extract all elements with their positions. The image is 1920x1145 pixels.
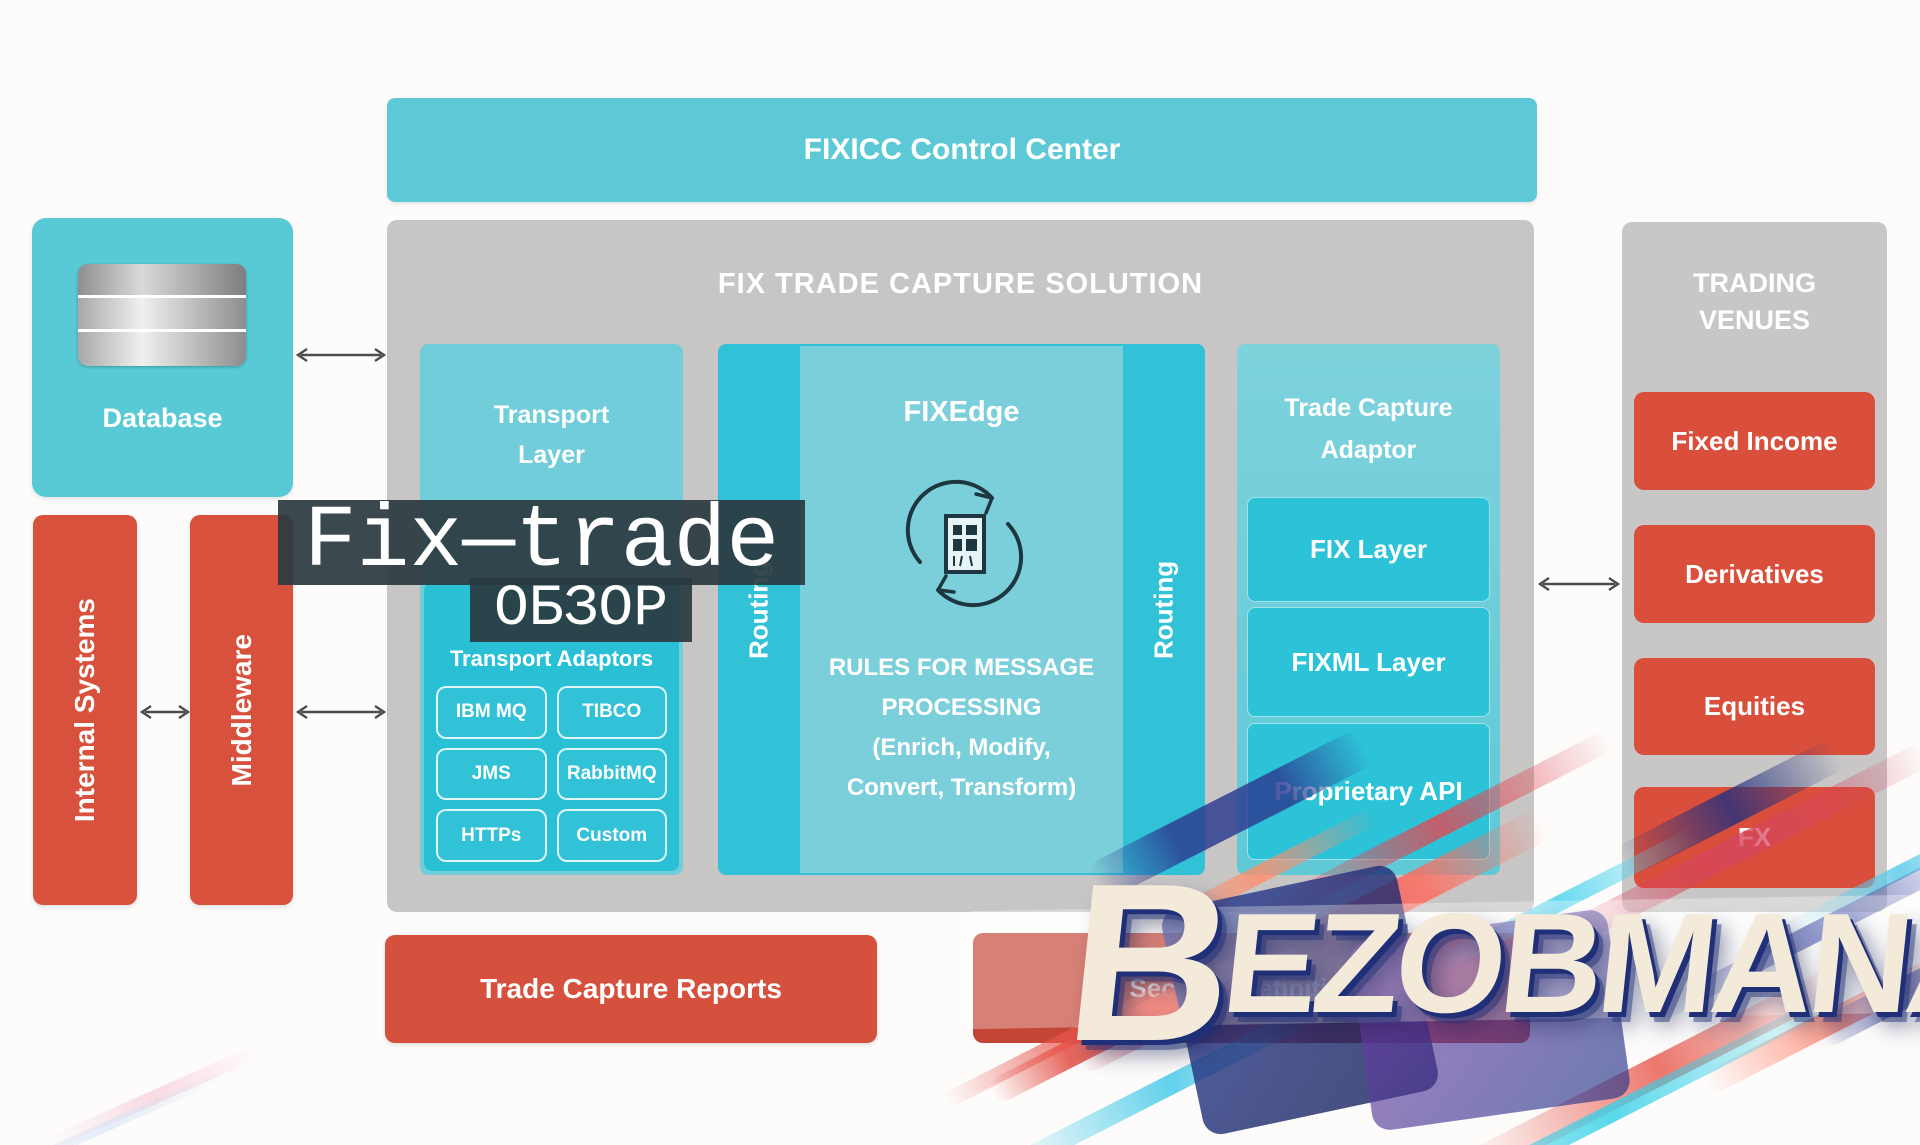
venue-fx: FX [1634,787,1875,888]
database-icon [78,264,246,366]
adaptor-tibco: TIBCO [556,686,667,739]
solution-title: FIX TRADE CAPTURE SOLUTION [717,267,1204,300]
arrow-middleware-solution [295,705,387,719]
decor-streak [47,1043,263,1145]
fix-layer-box: FIX Layer [1247,497,1490,602]
trading-venues-title: TRADING VENUES [1693,268,1816,335]
fixicc-control-center-banner: FIXICC Control Center [387,98,1537,202]
adaptor-custom: Custom [556,809,667,862]
trade-capture-adaptor-title: Trade Capture Adaptor [1284,394,1453,464]
security-definitions-box: Security Definitions [973,933,1530,1043]
fixedge-inner-panel [800,346,1123,873]
adaptor-ibm-mq: IBM MQ [436,686,547,739]
fixedge-title: FIXEdge [903,395,1020,428]
transport-adaptors-grid: IBM MQ TIBCO JMS RabbitMQ HTTPs Custom [436,686,667,862]
trade-capture-reports-box: Trade Capture Reports [385,935,877,1043]
arrow-database-solution [295,348,387,362]
arrow-adaptor-venues [1537,577,1621,591]
banner-title: FIXICC Control Center [803,133,1121,166]
transport-layer-title: Transport Layer [493,401,610,469]
venue-equities: Equities [1634,658,1875,755]
rules-for-message-processing: RULES FOR MESSAGE PROCESSING (Enrich, Mo… [828,654,1095,801]
internal-systems-box: Internal Systems [33,515,137,905]
transport-adaptors-title: Transport Adaptors [449,646,654,671]
venue-derivatives: Derivatives [1634,525,1875,623]
proprietary-api-box: Proprietary API [1247,723,1490,860]
arrow-internal-middleware [139,705,191,719]
adaptor-jms: JMS [436,747,547,801]
venue-fixed-income: Fixed Income [1634,392,1875,490]
caption-overlay-fix-trade: Fix—trade [278,499,805,587]
middleware-box: Middleware [190,515,293,905]
routing-strip-right: Routing [1148,560,1179,660]
processing-cycle-icon [905,479,1024,608]
adaptor-rabbitmq: RabbitMQ [556,747,667,801]
caption-overlay-obzor: ОБЗОР [470,578,692,642]
database-label: Database [102,402,223,433]
fixml-layer-box: FIXML Layer [1247,607,1490,717]
adaptor-https: HTTPs [436,809,547,862]
